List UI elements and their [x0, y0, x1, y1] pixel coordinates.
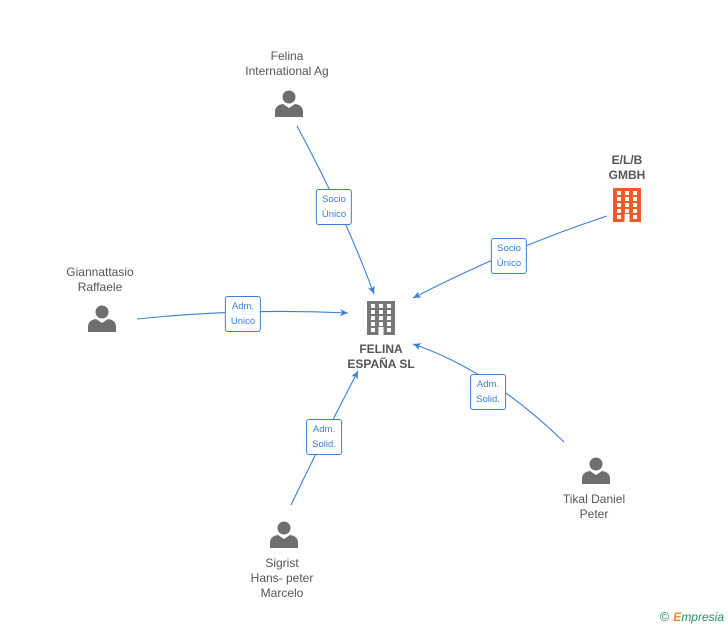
- node-label-line: E/L/B: [611, 153, 643, 167]
- edge-label-text: Único: [321, 209, 347, 220]
- person-icon[interactable]: [275, 90, 303, 118]
- footer-brand: © Empresia: [660, 609, 724, 624]
- copyright-symbol: ©: [659, 609, 670, 624]
- icons-layer: [88, 90, 641, 549]
- edge-label-text: Socio: [497, 243, 521, 254]
- node-label-line: Raffaele: [77, 280, 123, 294]
- building-icon-highlight[interactable]: [613, 188, 641, 222]
- node-label-line: FELINA: [359, 342, 403, 356]
- person-icon[interactable]: [270, 521, 298, 549]
- person-icon[interactable]: [582, 457, 610, 485]
- edge-label-text: Adm.: [312, 424, 336, 435]
- node-label-line: Marcelo: [260, 586, 304, 600]
- node-label-line: Felina: [270, 49, 304, 63]
- edge-label-text: Único: [496, 258, 522, 269]
- node-label-line: Hans- peter: [250, 571, 314, 585]
- node-label-line: International Ag: [245, 64, 329, 78]
- edge-label-text: Unico: [230, 316, 256, 327]
- person-icon[interactable]: [88, 305, 116, 333]
- edge-label-giannattasio[interactable]: Adm. Unico: [224, 296, 262, 332]
- edge-label-sigrist[interactable]: Adm. Solid.: [306, 419, 342, 455]
- edge-label-tikal[interactable]: Adm. Solid.: [470, 374, 506, 410]
- edge-label-text: Socio: [322, 194, 346, 205]
- edge-label-text: Solid.: [312, 439, 336, 450]
- edge-label-text: Solid.: [476, 394, 500, 405]
- node-label-line: Peter: [579, 507, 609, 521]
- node-label-line: Tikal Daniel: [562, 492, 626, 506]
- building-icon[interactable]: [367, 301, 395, 335]
- node-label-line: Sigrist: [265, 556, 299, 570]
- node-label-line: GMBH: [608, 168, 646, 182]
- node-label-line: Giannattasio: [66, 265, 134, 279]
- node-label-line: ESPAÑA SL: [347, 357, 415, 371]
- empresia-logo[interactable]: Empresia: [673, 609, 724, 624]
- edge-label-text: Adm.: [231, 301, 255, 312]
- edge-label-text: Adm.: [476, 379, 500, 390]
